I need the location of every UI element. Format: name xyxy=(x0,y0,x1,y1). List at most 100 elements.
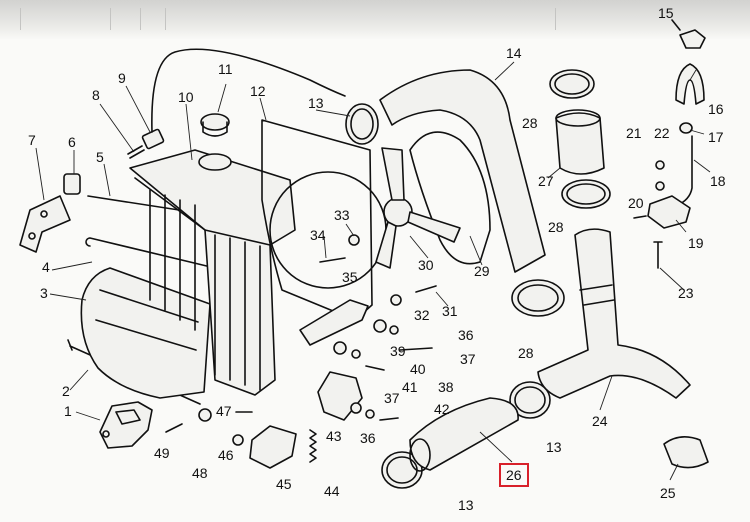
part-nut xyxy=(348,234,360,246)
label-13-bottom: 13 xyxy=(458,497,474,513)
highlight-box-26 xyxy=(499,463,529,487)
label-47: 47 xyxy=(216,403,232,419)
part-y-pipe xyxy=(537,228,691,399)
label-36-bottom: 36 xyxy=(360,430,376,446)
label-34: 34 xyxy=(310,227,326,243)
label-48: 48 xyxy=(192,465,208,481)
label-11: 11 xyxy=(218,61,233,77)
part-bracket-plate xyxy=(99,401,153,449)
part-washer xyxy=(198,408,212,422)
part-screw xyxy=(365,365,385,371)
label-28-bottom: 28 xyxy=(518,345,534,361)
part-bolt-small xyxy=(127,145,145,159)
label-7: 7 xyxy=(28,132,36,148)
part-gasket-loop xyxy=(409,131,491,265)
part-clamp-block xyxy=(249,425,297,469)
label-6: 6 xyxy=(68,134,76,150)
label-1: 1 xyxy=(64,403,72,419)
part-sensor-block xyxy=(647,195,691,229)
label-15: 15 xyxy=(658,5,674,21)
label-28-mid: 28 xyxy=(548,219,564,235)
part-clip xyxy=(675,63,705,105)
part-side-bracket xyxy=(19,195,71,253)
scanned-table-header-strip xyxy=(0,0,750,40)
part-lower-hose xyxy=(409,397,519,472)
label-26: 26 xyxy=(506,467,522,483)
label-24: 24 xyxy=(592,413,608,429)
label-32: 32 xyxy=(414,307,430,323)
label-25: 25 xyxy=(660,485,676,501)
part-washer xyxy=(350,402,362,414)
leader-lines xyxy=(35,61,711,481)
part-bolt xyxy=(319,257,346,263)
part-bolt-long xyxy=(399,347,433,351)
label-37-right: 37 xyxy=(460,351,476,367)
part-radiator xyxy=(129,149,296,396)
label-31: 31 xyxy=(442,303,458,319)
label-27: 27 xyxy=(538,173,554,189)
part-bushing xyxy=(63,173,81,195)
label-33: 33 xyxy=(334,207,350,223)
part-clamp xyxy=(561,179,611,209)
label-42: 42 xyxy=(434,401,450,417)
label-4: 4 xyxy=(42,259,50,275)
label-49: 49 xyxy=(154,445,170,461)
label-41: 41 xyxy=(402,379,418,395)
header-divider xyxy=(165,8,166,30)
label-20: 20 xyxy=(628,195,644,211)
part-nut xyxy=(365,409,375,419)
part-washer xyxy=(655,181,665,191)
part-hose-clamp xyxy=(509,381,551,419)
header-divider xyxy=(110,8,111,30)
part-cable xyxy=(151,48,346,133)
part-hose-clamp xyxy=(345,103,379,145)
label-5: 5 xyxy=(96,149,104,165)
label-13-top: 13 xyxy=(308,95,324,111)
part-pin xyxy=(165,423,183,433)
part-radiator-cap xyxy=(200,113,230,137)
part-bar xyxy=(87,195,193,213)
part-bolt xyxy=(379,417,399,421)
part-upper-hose xyxy=(379,69,546,273)
label-22: 22 xyxy=(654,125,670,141)
label-40: 40 xyxy=(410,361,426,377)
part-fan xyxy=(375,147,461,269)
part-spring xyxy=(309,429,317,463)
label-30: 30 xyxy=(418,257,434,273)
part-nut xyxy=(655,160,665,170)
label-45: 45 xyxy=(276,476,292,492)
part-washer xyxy=(390,294,402,306)
part-short-hose xyxy=(663,436,709,469)
header-divider xyxy=(140,8,141,30)
label-16: 16 xyxy=(708,101,724,117)
label-46: 46 xyxy=(218,447,234,463)
label-44: 44 xyxy=(324,483,340,499)
part-clamp xyxy=(511,279,565,317)
part-tension-arm xyxy=(299,299,369,346)
label-13-mid: 13 xyxy=(546,439,562,455)
label-35: 35 xyxy=(342,269,358,285)
label-17: 17 xyxy=(708,129,724,145)
part-top-cap xyxy=(671,19,706,49)
part-small-bolt xyxy=(633,215,647,219)
label-19: 19 xyxy=(688,235,704,251)
label-18: 18 xyxy=(710,173,726,189)
label-43: 43 xyxy=(326,428,342,444)
part-bushing xyxy=(333,341,347,355)
part-sensor-wire xyxy=(675,135,693,207)
part-washer xyxy=(389,325,399,335)
label-23: 23 xyxy=(678,285,694,301)
part-bolt xyxy=(653,241,663,269)
header-divider xyxy=(555,8,556,30)
part-lower-shroud xyxy=(80,267,211,399)
part-nut-cap xyxy=(141,128,165,150)
label-29: 29 xyxy=(474,263,490,279)
part-washer xyxy=(351,349,361,359)
label-28-top: 28 xyxy=(522,115,538,131)
label-9: 9 xyxy=(118,70,126,86)
label-14: 14 xyxy=(506,45,522,61)
part-labels: 1 2 3 4 5 6 7 8 9 10 11 12 13 13 13 14 1… xyxy=(28,5,726,513)
label-36-top: 36 xyxy=(458,327,474,343)
part-bolt-head xyxy=(232,434,244,446)
